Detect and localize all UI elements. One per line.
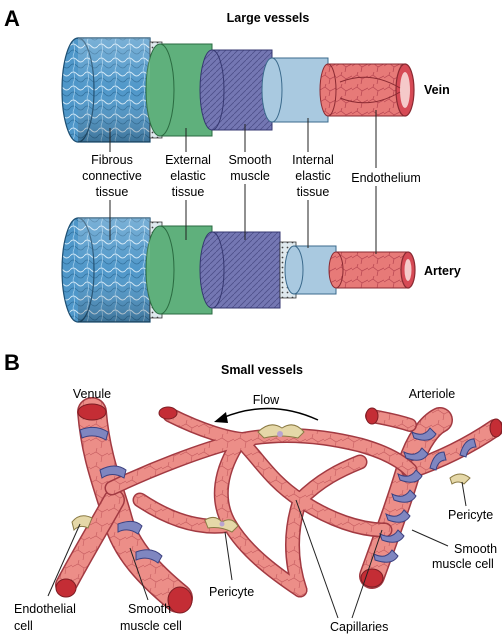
svg-text:Smooth: Smooth	[228, 153, 271, 167]
svg-text:connective: connective	[82, 169, 142, 183]
layer-label-internal-elastic: Internal elastic tissue	[292, 153, 334, 199]
panel-a-title: Large vessels	[227, 11, 310, 25]
artery-illustration	[62, 218, 415, 322]
svg-text:tissue: tissue	[96, 185, 129, 199]
layer-label-external-elastic: External elastic tissue	[165, 153, 211, 199]
vein-label: Vein	[424, 83, 450, 97]
flow-label: Flow	[253, 393, 280, 407]
svg-text:External: External	[165, 153, 211, 167]
layer-label-fibrous: Fibrous connective tissue	[82, 153, 142, 199]
layer-label-endothelium: Endothelium	[351, 171, 421, 185]
smooth-muscle-right-line1: Smooth	[454, 542, 497, 556]
flow-arrow	[222, 408, 318, 420]
svg-text:muscle: muscle	[230, 169, 270, 183]
flow-arrowhead-icon	[214, 412, 228, 423]
svg-text:Internal: Internal	[292, 153, 334, 167]
endothelial-cell-label-line2: cell	[14, 619, 33, 633]
svg-text:tissue: tissue	[297, 185, 330, 199]
panel-b-letter: B	[4, 350, 20, 375]
svg-text:elastic: elastic	[170, 169, 205, 183]
pericyte-right-label: Pericyte	[448, 508, 493, 522]
layer-label-smooth-muscle: Smooth muscle	[228, 153, 271, 183]
endothelial-cell-label-line1: Endothelial	[14, 602, 76, 616]
svg-text:Fibrous: Fibrous	[91, 153, 133, 167]
panel-b-title: Small vessels	[221, 363, 303, 377]
arteriole-label: Arteriole	[409, 387, 456, 401]
svg-text:Endothelium: Endothelium	[351, 171, 421, 185]
capillaries-label: Capillaries	[330, 620, 388, 634]
smooth-muscle-bottom-line2: muscle cell	[120, 619, 182, 633]
svg-text:tissue: tissue	[172, 185, 205, 199]
small-vessels-network	[56, 404, 502, 613]
artery-label: Artery	[424, 264, 461, 278]
vein-illustration	[62, 38, 414, 142]
panel-a-letter: A	[4, 6, 20, 31]
venule-label: Venule	[73, 387, 111, 401]
pericyte-bottom-label: Pericyte	[209, 585, 254, 599]
smooth-muscle-bottom-line1: Smooth	[128, 602, 171, 616]
svg-text:elastic: elastic	[295, 169, 330, 183]
smooth-muscle-right-line2: muscle cell	[432, 557, 494, 571]
